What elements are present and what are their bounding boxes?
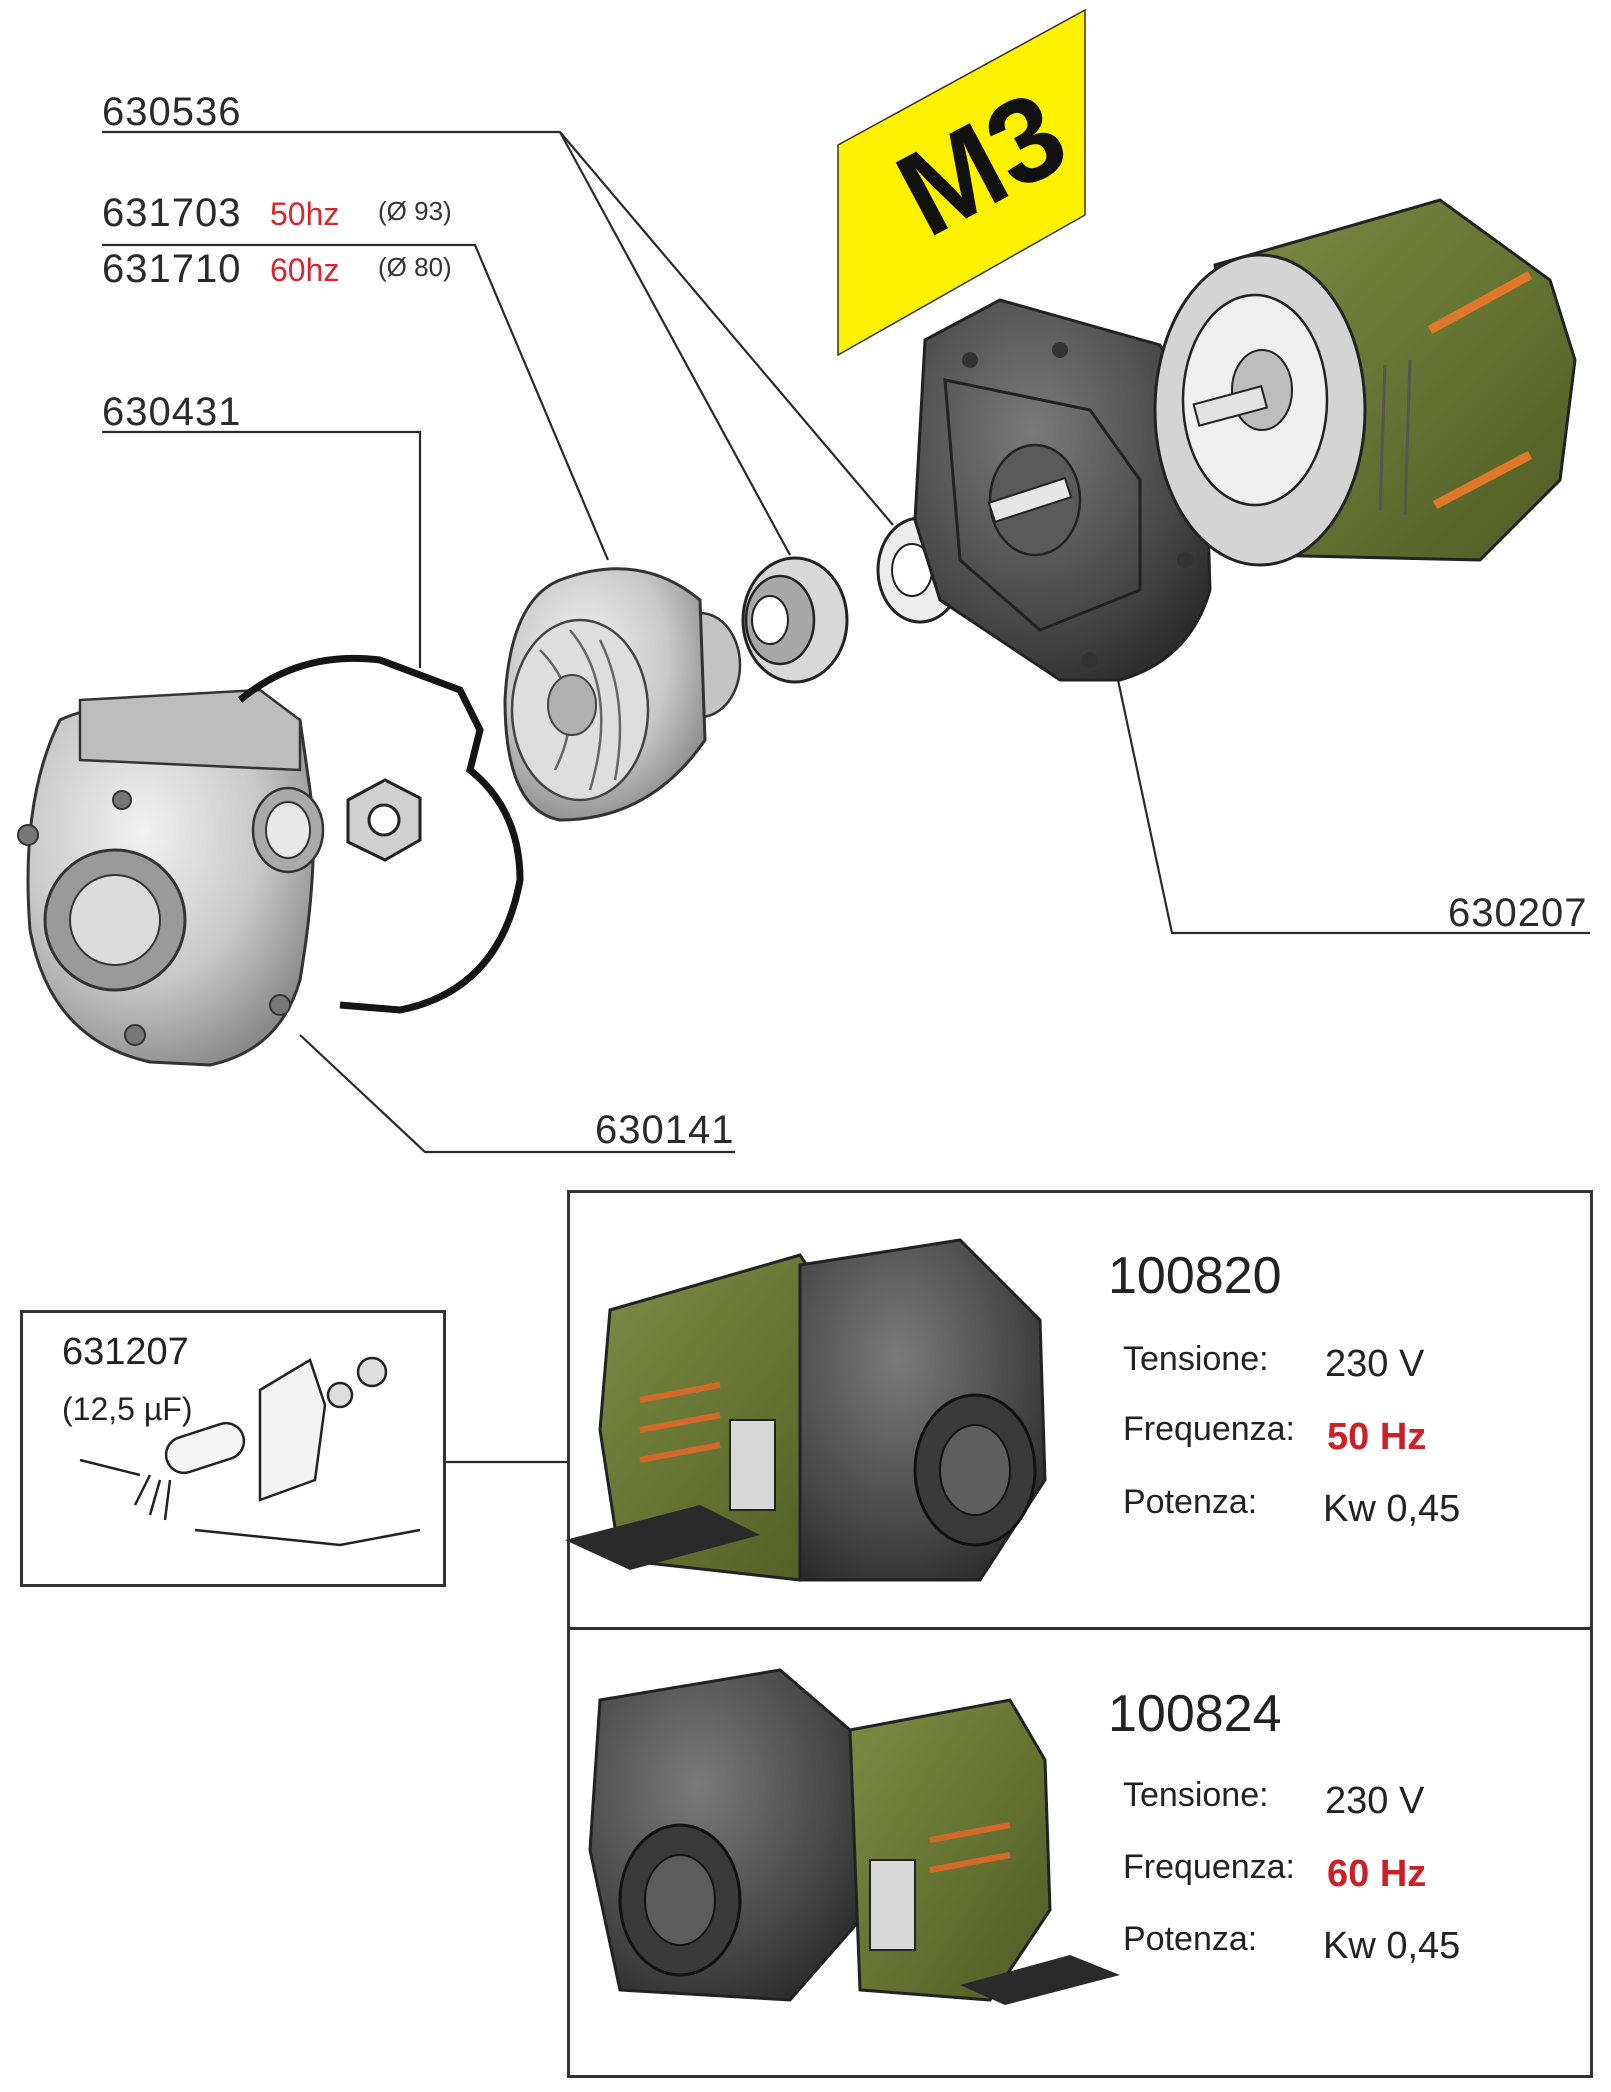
capacitor-631207-drawing xyxy=(79,1356,421,1547)
leader-631703 xyxy=(102,243,610,561)
pump-100824-code: 100824 xyxy=(1108,1685,1282,1743)
leader-lines xyxy=(102,130,1590,1464)
part-label-630207: 630207 xyxy=(1448,891,1588,935)
hex-nut xyxy=(346,778,422,862)
pump-100824-image xyxy=(588,1668,1120,2005)
leader-630207 xyxy=(1116,679,1590,935)
part-label-631710: 631710 xyxy=(102,247,242,291)
pump-100824-power-value: Kw 0,45 xyxy=(1323,1925,1461,1967)
part-label-630141: 630141 xyxy=(595,1108,735,1152)
freq-label-631710: 60hz xyxy=(270,252,340,288)
capacitor-value: (12,5 µF) xyxy=(62,1391,193,1427)
part-label-630536: 630536 xyxy=(102,90,242,134)
motor-630207 xyxy=(1153,198,1577,567)
capacitor-code: 631207 xyxy=(62,1331,189,1373)
leader-630141 xyxy=(299,1034,735,1154)
diameter-label-631703: (Ø 93) xyxy=(378,196,452,226)
capacitor-box xyxy=(20,1310,446,1587)
pump-100820-freq-label: Frequenza: xyxy=(1123,1410,1295,1448)
pump-100824-tension-value: 230 V xyxy=(1325,1780,1425,1822)
flange-plate-630207 xyxy=(913,298,1212,682)
part-label-630431: 630431 xyxy=(102,390,242,434)
pump-100820-image xyxy=(565,1238,1047,1582)
pump-100820-power-label: Potenza: xyxy=(1123,1483,1258,1521)
pump-100824-freq-label: Frequenza: xyxy=(1123,1848,1295,1886)
pump-100820-tension-label: Tensione: xyxy=(1123,1340,1269,1378)
diameter-label-631710: (Ø 80) xyxy=(378,252,452,282)
pump-100820-tension-value: 230 V xyxy=(1325,1343,1425,1385)
pump-100820-power-value: Kw 0,45 xyxy=(1323,1488,1461,1530)
impeller-631703 xyxy=(503,567,742,822)
pump-housing-630141 xyxy=(17,688,325,1067)
leader-630431 xyxy=(102,430,422,668)
m3-badge-bg xyxy=(837,8,1086,357)
spec-box-divider xyxy=(567,1627,1593,1630)
pump-100820-freq-value: 50 Hz xyxy=(1327,1416,1427,1458)
freq-label-631703: 50hz xyxy=(270,196,340,232)
pumps-spec-box xyxy=(567,1190,1593,2078)
o-ring-630431 xyxy=(237,654,524,1014)
pump-100820-code: 100820 xyxy=(1108,1247,1282,1305)
pump-100824-tension-label: Tensione: xyxy=(1123,1776,1269,1814)
leader-630536-b xyxy=(559,131,791,556)
pump-100824-power-label: Potenza: xyxy=(1123,1920,1258,1958)
part-label-631703: 631703 xyxy=(102,191,242,235)
pump-100824-freq-value: 60 Hz xyxy=(1327,1853,1427,1895)
